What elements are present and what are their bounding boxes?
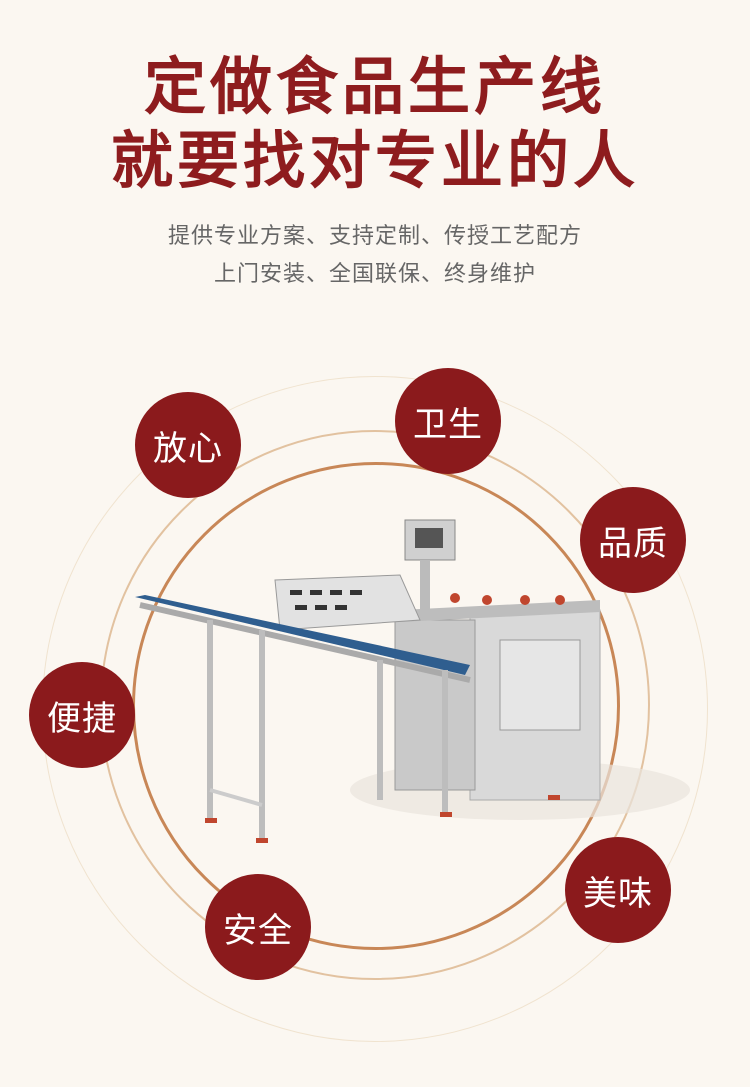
badge-peace-of-mind: 放心 [135, 392, 241, 498]
subtitle-line-1: 提供专业方案、支持定制、传授工艺配方 [167, 224, 582, 249]
headline-line-1: 定做食品生产线 [143, 50, 606, 123]
headline-line-2: 就要找对专业的人 [110, 124, 639, 197]
badge-taste: 美味 [565, 837, 671, 943]
badge-quality: 品质 [580, 487, 686, 593]
subtitle-line-2: 上门安装、全国联保、终身维护 [213, 262, 536, 287]
badge-convenience: 便捷 [29, 662, 135, 768]
badge-safety: 安全 [205, 874, 311, 980]
badge-hygiene: 卫生 [395, 368, 501, 474]
